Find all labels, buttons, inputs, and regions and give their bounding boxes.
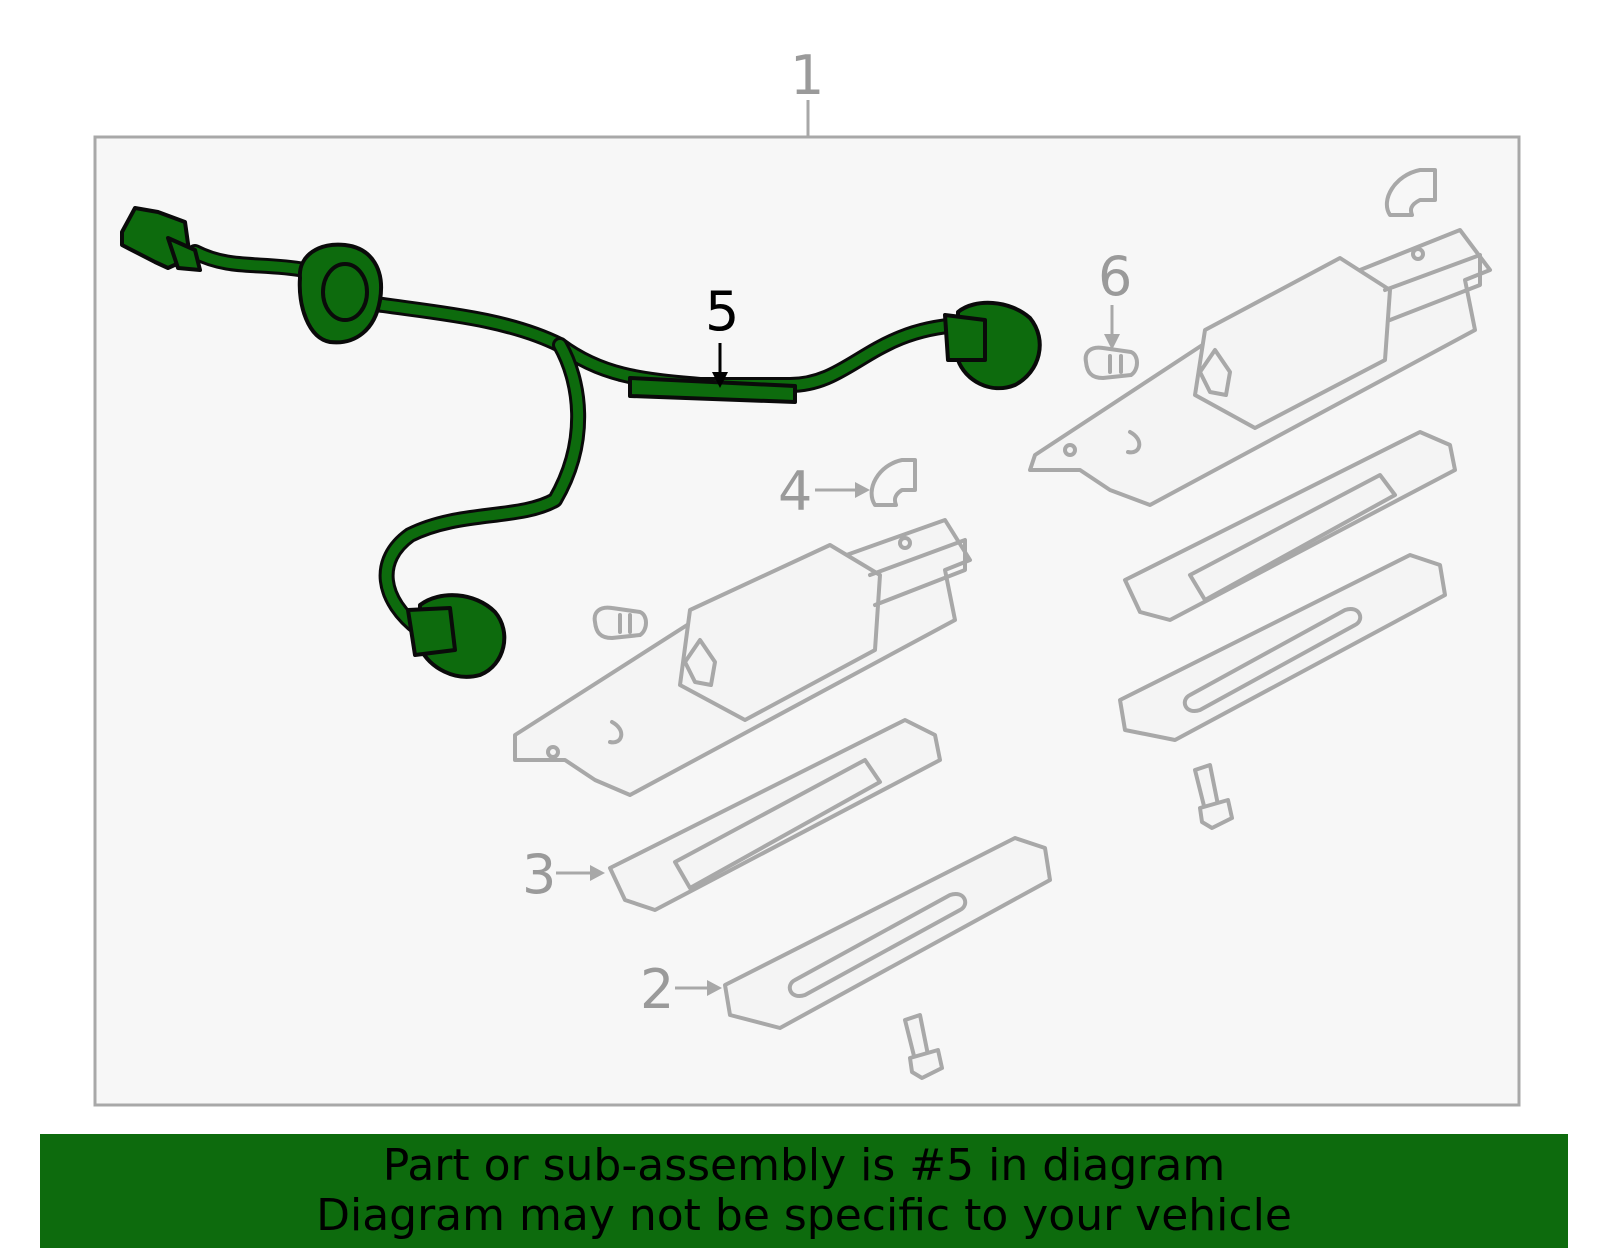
callout-4: 4 (778, 460, 812, 523)
callout-1: 1 (790, 44, 824, 107)
bulb-6 (1083, 345, 1139, 380)
banner-line-part: Part or sub-assembly is #5 in diagram (382, 1140, 1226, 1191)
part-notice-banner: Part or sub-assembly is #5 in diagram Di… (40, 1134, 1568, 1248)
callout-6-arrowhead (1104, 334, 1120, 350)
bulb-socket-clip-right (1384, 168, 1437, 217)
screw-right (1193, 763, 1234, 830)
callout-5: 5 (705, 280, 739, 343)
license-lamp-housing-right (1028, 228, 1492, 507)
lens-left (608, 718, 942, 912)
bezel-right (1118, 553, 1447, 742)
banner-line-disclaimer: Diagram may not be specific to your vehi… (316, 1190, 1292, 1241)
callout-4-arrowhead (855, 482, 870, 498)
bulb-socket-clip-left (869, 458, 917, 507)
callout-5-arrowhead (712, 372, 728, 388)
screw-left (903, 1013, 944, 1080)
bulb-left (592, 605, 648, 640)
callout-3-arrowhead (590, 865, 605, 881)
lens-right (1123, 430, 1457, 622)
callout-6: 6 (1098, 245, 1132, 308)
callout-2-arrowhead (707, 980, 722, 996)
callout-2: 2 (640, 958, 674, 1021)
license-lamp-housing-left (513, 518, 972, 797)
bezel-left (723, 836, 1052, 1030)
wiring-harness (120, 206, 1042, 679)
callout-3: 3 (522, 843, 556, 906)
